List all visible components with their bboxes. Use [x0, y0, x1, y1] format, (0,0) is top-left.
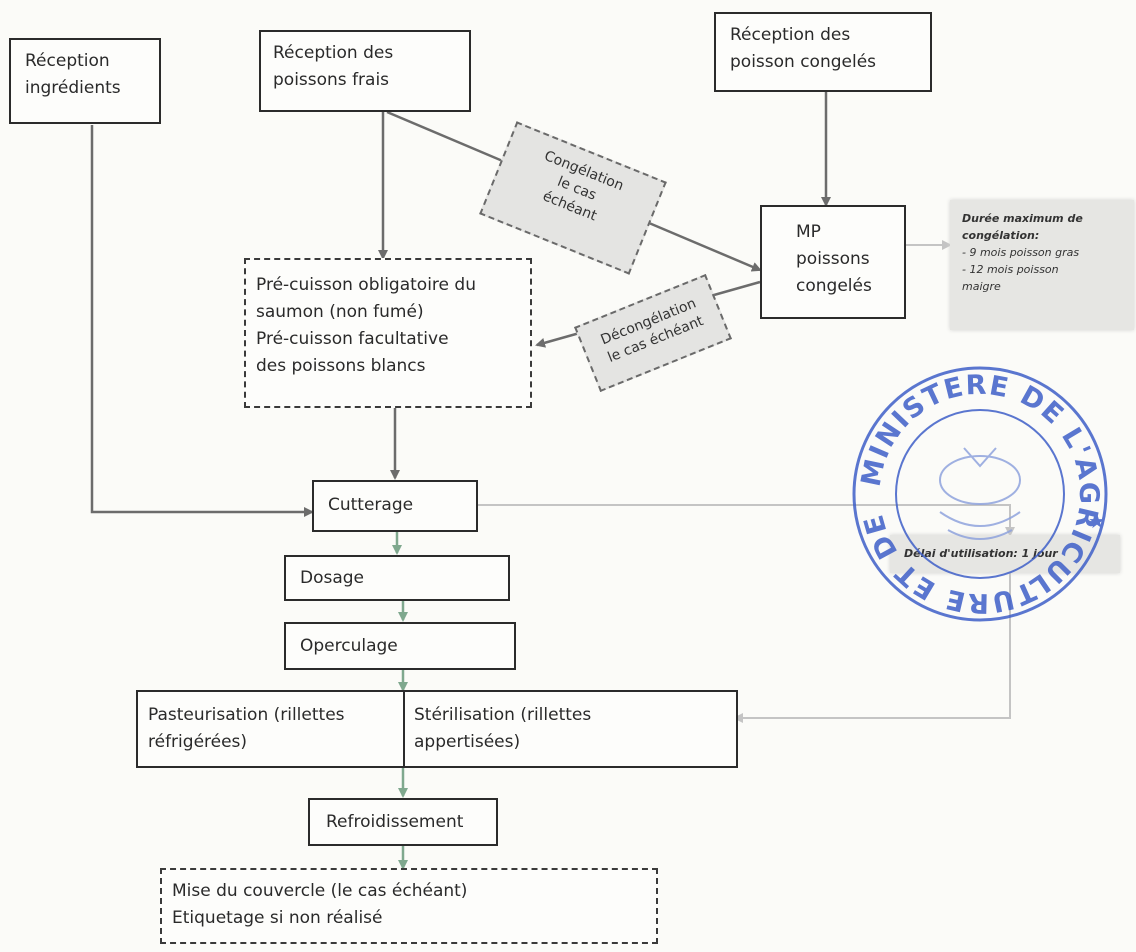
- node-reception-poisson-congeles: Réception des poisson congelés: [714, 12, 932, 92]
- stamp-star: ★: [1088, 509, 1106, 533]
- node-refroidissement: Refroidissement: [308, 798, 498, 846]
- link-cutterage-to-delai: [478, 504, 1015, 537]
- note-duree-congelation: Durée maximum de congélation: - 9 mois p…: [950, 200, 1134, 330]
- arrow-ingredients-to-cutterage: [90, 125, 314, 517]
- stamp-inner-ring: [895, 409, 1065, 579]
- ministry-stamp: MINISTERE DE L'AGRICULTURE ET DE LA PECH…: [848, 362, 1108, 622]
- stamp-outer-ring: [852, 366, 1108, 622]
- node-pasteurisation: Pasteurisation (rillettes réfrigérées): [148, 705, 345, 752]
- node-operculage: Operculage: [284, 622, 516, 670]
- node-dosage: Dosage: [284, 555, 510, 601]
- stamp-emblem: [939, 447, 1021, 540]
- treatment-divider: [403, 692, 405, 766]
- node-pre-cuisson: Pré-cuisson obligatoire du saumon (non f…: [244, 258, 532, 408]
- node-reception-poissons-frais: Réception des poissons frais: [259, 30, 471, 112]
- node-sterilisation: Stérilisation (rillettes appertisées): [414, 705, 592, 752]
- node-mp-poissons-congeles: MP poissons congelés: [760, 205, 906, 319]
- node-cutterage: Cutterage: [312, 480, 478, 532]
- node-traitement-thermique: Pasteurisation (rillettes réfrigérées) S…: [136, 690, 738, 768]
- node-mise-du-couvercle: Mise du couvercle (le cas échéant) Etiqu…: [160, 868, 658, 944]
- link-delai-to-traitement: [733, 572, 1011, 723]
- note-duree-title: Durée maximum de congélation:: [962, 212, 1083, 242]
- node-reception-ingredients: Réception ingrédients: [9, 38, 161, 124]
